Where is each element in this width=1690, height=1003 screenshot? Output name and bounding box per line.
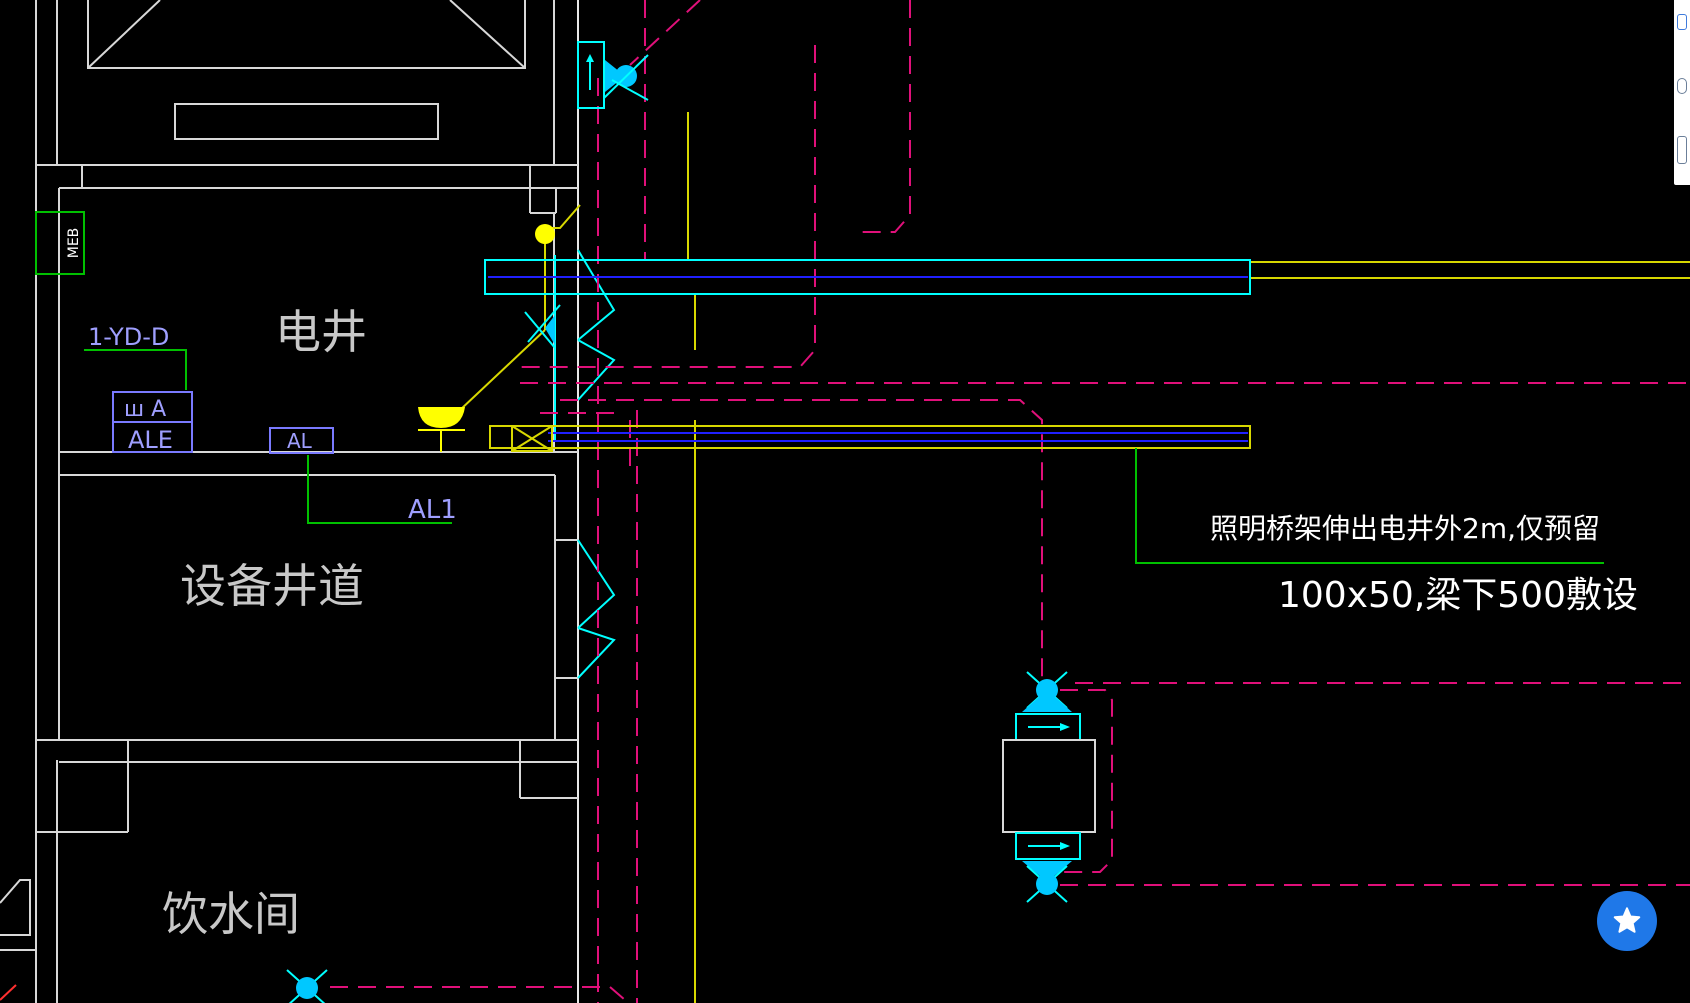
tray-cross-box: [511, 425, 553, 452]
room-label-equipment-shaft: 设备井道: [180, 559, 364, 613]
top-fan-fixture: [577, 41, 649, 109]
favorite-button[interactable]: [1597, 891, 1657, 951]
meb-label: MEB: [66, 228, 82, 259]
building-walls: [0, 0, 579, 1003]
leader-lines: [35, 211, 1604, 564]
wall-fixture-symbol: [524, 304, 561, 349]
tray-note-line1: 照明桥架伸出电井外2m,仅预留: [1210, 512, 1600, 545]
square-icon[interactable]: [1677, 14, 1687, 30]
cable-tray: [484, 259, 1251, 295]
lighting-tray-inner: [548, 432, 1248, 442]
panel-boxes: [112, 391, 334, 454]
door-swing-symbols: [554, 249, 616, 679]
star-icon: [1613, 907, 1641, 933]
panel-top-label: ш A: [124, 397, 166, 422]
bottom-fixture: [286, 969, 328, 1003]
tray-note-line2: 100x50,梁下500敷设: [1278, 575, 1638, 616]
circuit-label: 1-YD-D: [88, 323, 169, 351]
panel-ale-label: ALE: [128, 426, 173, 454]
panel-icon[interactable]: [1677, 136, 1687, 164]
circuit-al1-label: AL1: [408, 495, 457, 525]
room-label-elec-shaft: 电井: [275, 305, 367, 359]
ceiling-fan-unit: [1002, 671, 1096, 903]
yellow-light-fixture: [418, 224, 555, 452]
room-label-water-room: 饮水间: [162, 887, 300, 941]
dashed-pipes: [330, 0, 1690, 1003]
panel-al-label: AL: [287, 429, 313, 453]
side-toolbar: [1674, 0, 1690, 185]
circle-icon[interactable]: [1677, 78, 1687, 94]
lighting-lines: [459, 112, 1690, 1003]
